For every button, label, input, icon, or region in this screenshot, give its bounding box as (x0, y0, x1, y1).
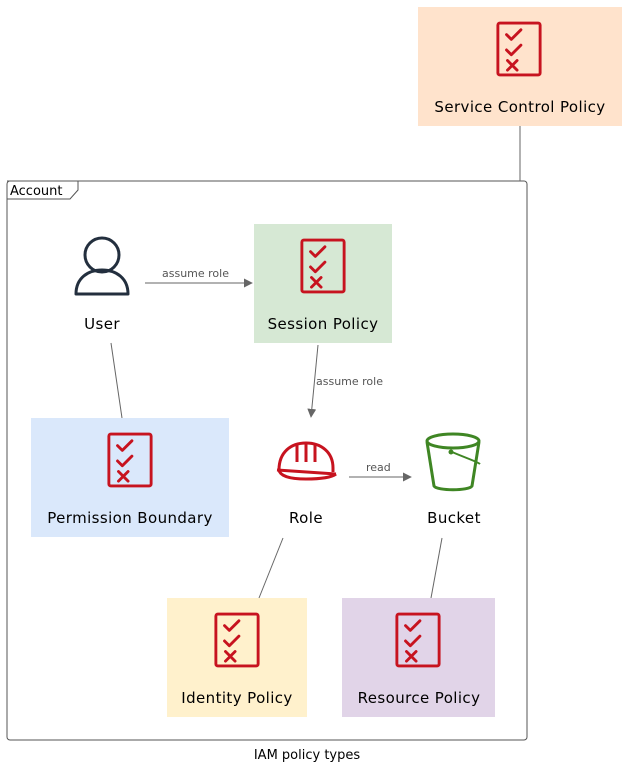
node-label-permission-boundary: Permission Boundary (47, 509, 213, 527)
bucket-icon (425, 432, 481, 492)
role-to-identity-line (258, 537, 284, 599)
user-to-boundary-line (110, 342, 123, 419)
node-user[interactable]: User (74, 236, 130, 333)
node-role[interactable]: Role (276, 441, 337, 527)
node-permission-boundary[interactable]: Permission Boundary (31, 418, 229, 537)
edge-label-assume-role-2: assume role (316, 375, 383, 388)
node-bucket[interactable]: Bucket (425, 432, 481, 527)
node-resource-policy[interactable]: Resource Policy (342, 598, 495, 717)
edge-label-read: read (366, 461, 391, 474)
account-frame: Account (6, 180, 528, 741)
node-service-control-policy[interactable]: Service Control Policy (418, 7, 622, 126)
account-frame-label: Account (10, 184, 63, 199)
node-label-session-policy: Session Policy (268, 315, 379, 333)
hard-hat-icon (276, 441, 337, 481)
node-label-resource-policy: Resource Policy (358, 689, 481, 707)
session-to-role-arrow (307, 344, 319, 418)
node-label-service-control-policy: Service Control Policy (434, 98, 605, 116)
node-identity-policy[interactable]: Identity Policy (167, 598, 307, 717)
user-icon (74, 236, 130, 296)
node-label-bucket: Bucket (427, 509, 481, 527)
node-label-role: Role (289, 509, 323, 527)
edge-label-assume-role-1: assume role (162, 267, 229, 280)
bucket-to-resource-line (430, 537, 443, 599)
node-label-user: User (84, 315, 120, 333)
connectors (110, 126, 521, 599)
node-session-policy[interactable]: Session Policy (254, 224, 392, 343)
diagram-caption: IAM policy types (254, 748, 361, 763)
node-label-identity-policy: Identity Policy (181, 689, 292, 707)
